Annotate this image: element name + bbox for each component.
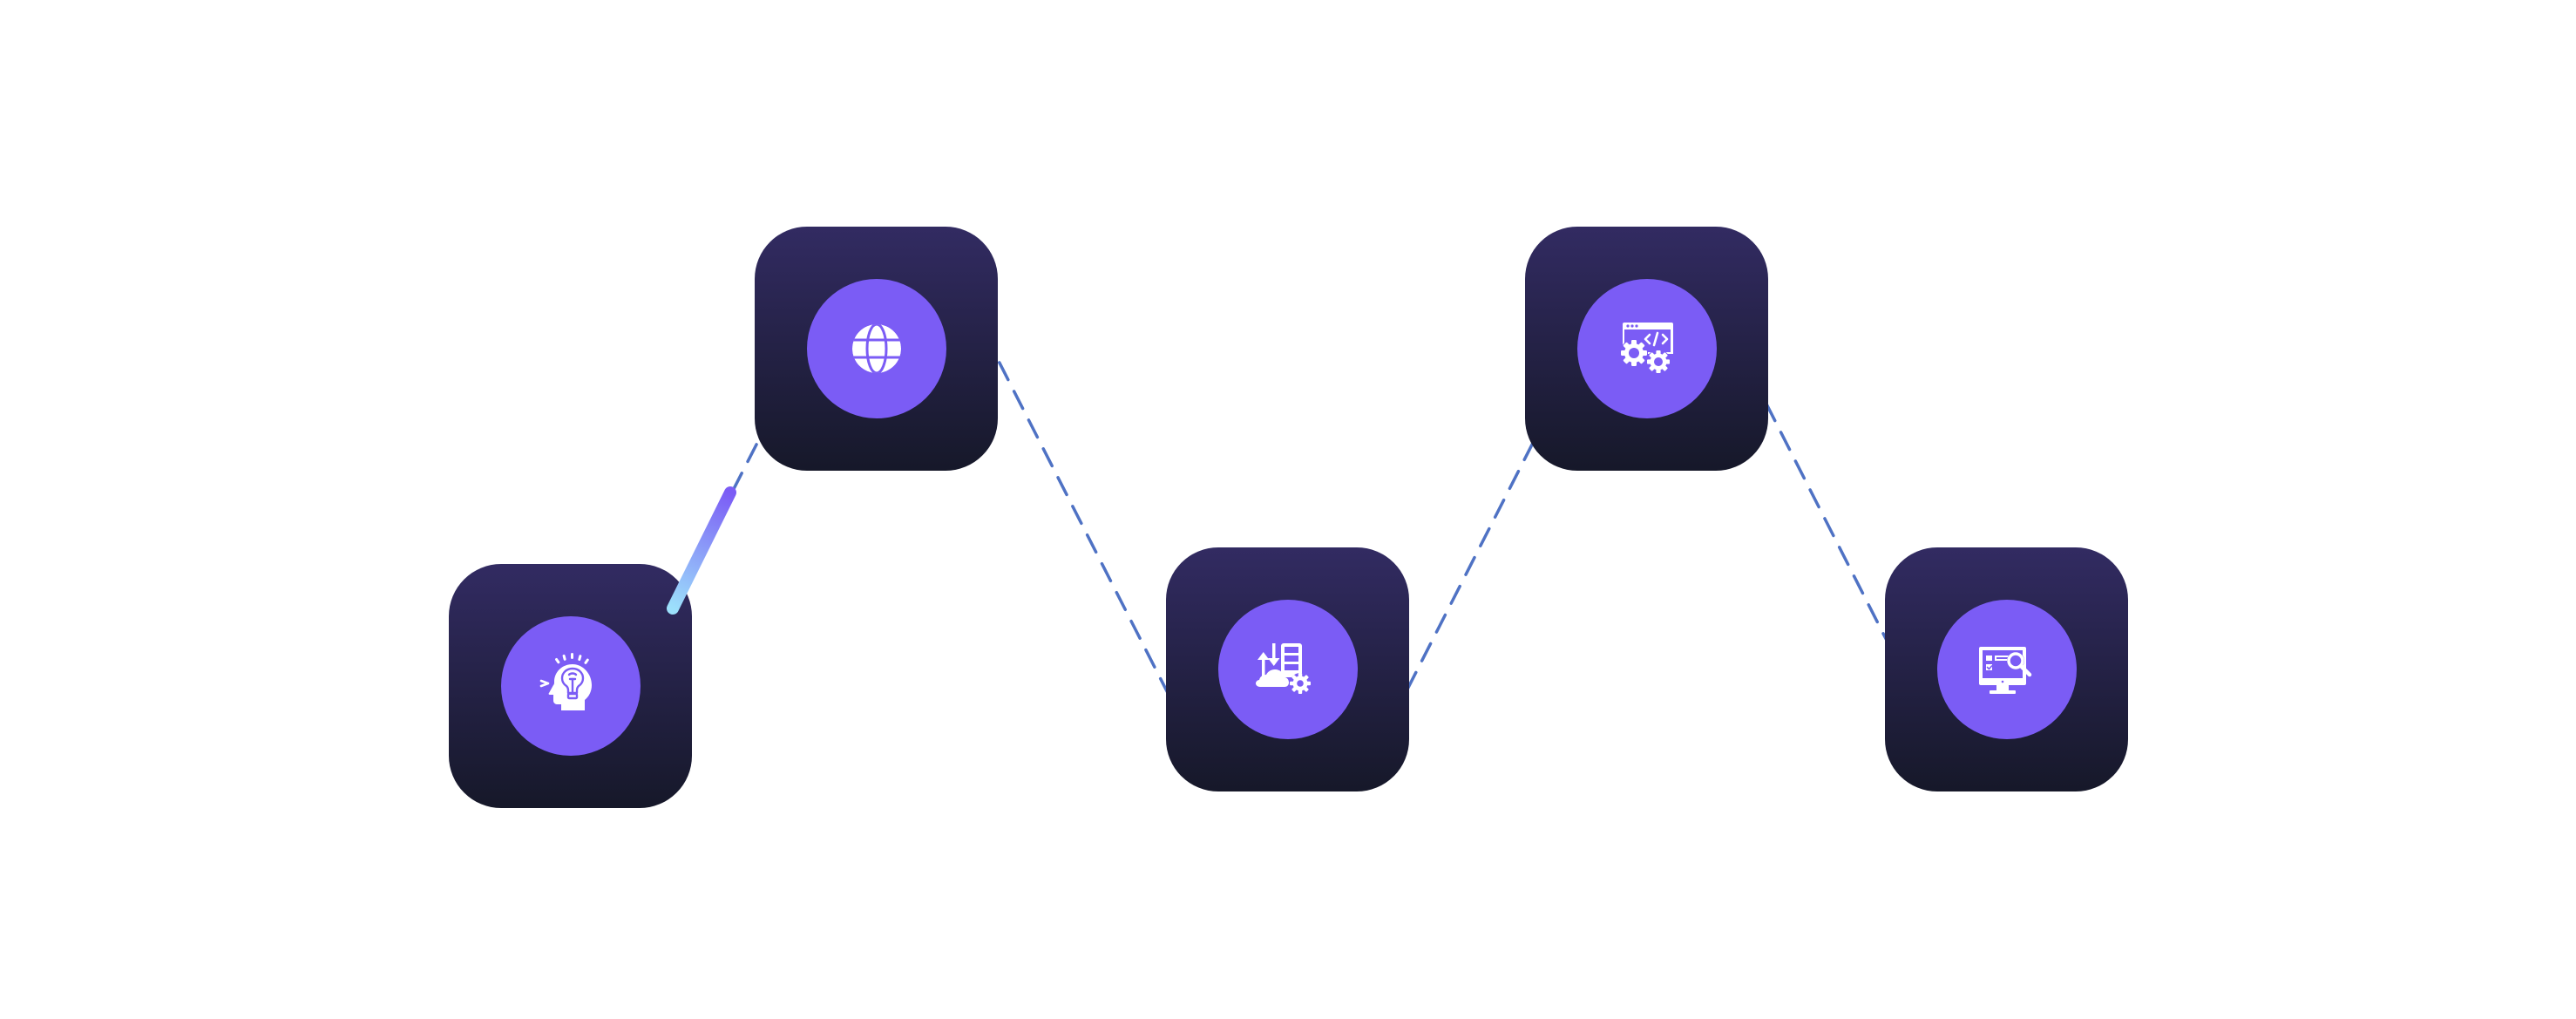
monitor-search-icon (1978, 647, 2031, 694)
connector-n3-n4 (1391, 402, 1555, 720)
icon-disc (1576, 279, 1717, 418)
step-node-1[interactable] (449, 564, 692, 808)
icon-disc (806, 279, 946, 418)
globe-icon (851, 324, 901, 373)
icon-disc (500, 616, 641, 756)
step-node-5[interactable] (1885, 547, 2128, 791)
step-node-4[interactable] (1525, 227, 1768, 471)
idea-head-lightbulb-icon (539, 653, 592, 710)
step-node-3[interactable] (1166, 547, 1409, 791)
cloud-server-transfer-icon (1255, 643, 1311, 694)
web-development-gears-icon (1619, 323, 1673, 374)
connector-n2-n3 (983, 332, 1189, 732)
icon-disc (1936, 600, 2077, 739)
step-node-2[interactable] (755, 227, 998, 471)
icon-disc (1217, 600, 1358, 739)
connector-n4-n5 (1750, 373, 1903, 671)
